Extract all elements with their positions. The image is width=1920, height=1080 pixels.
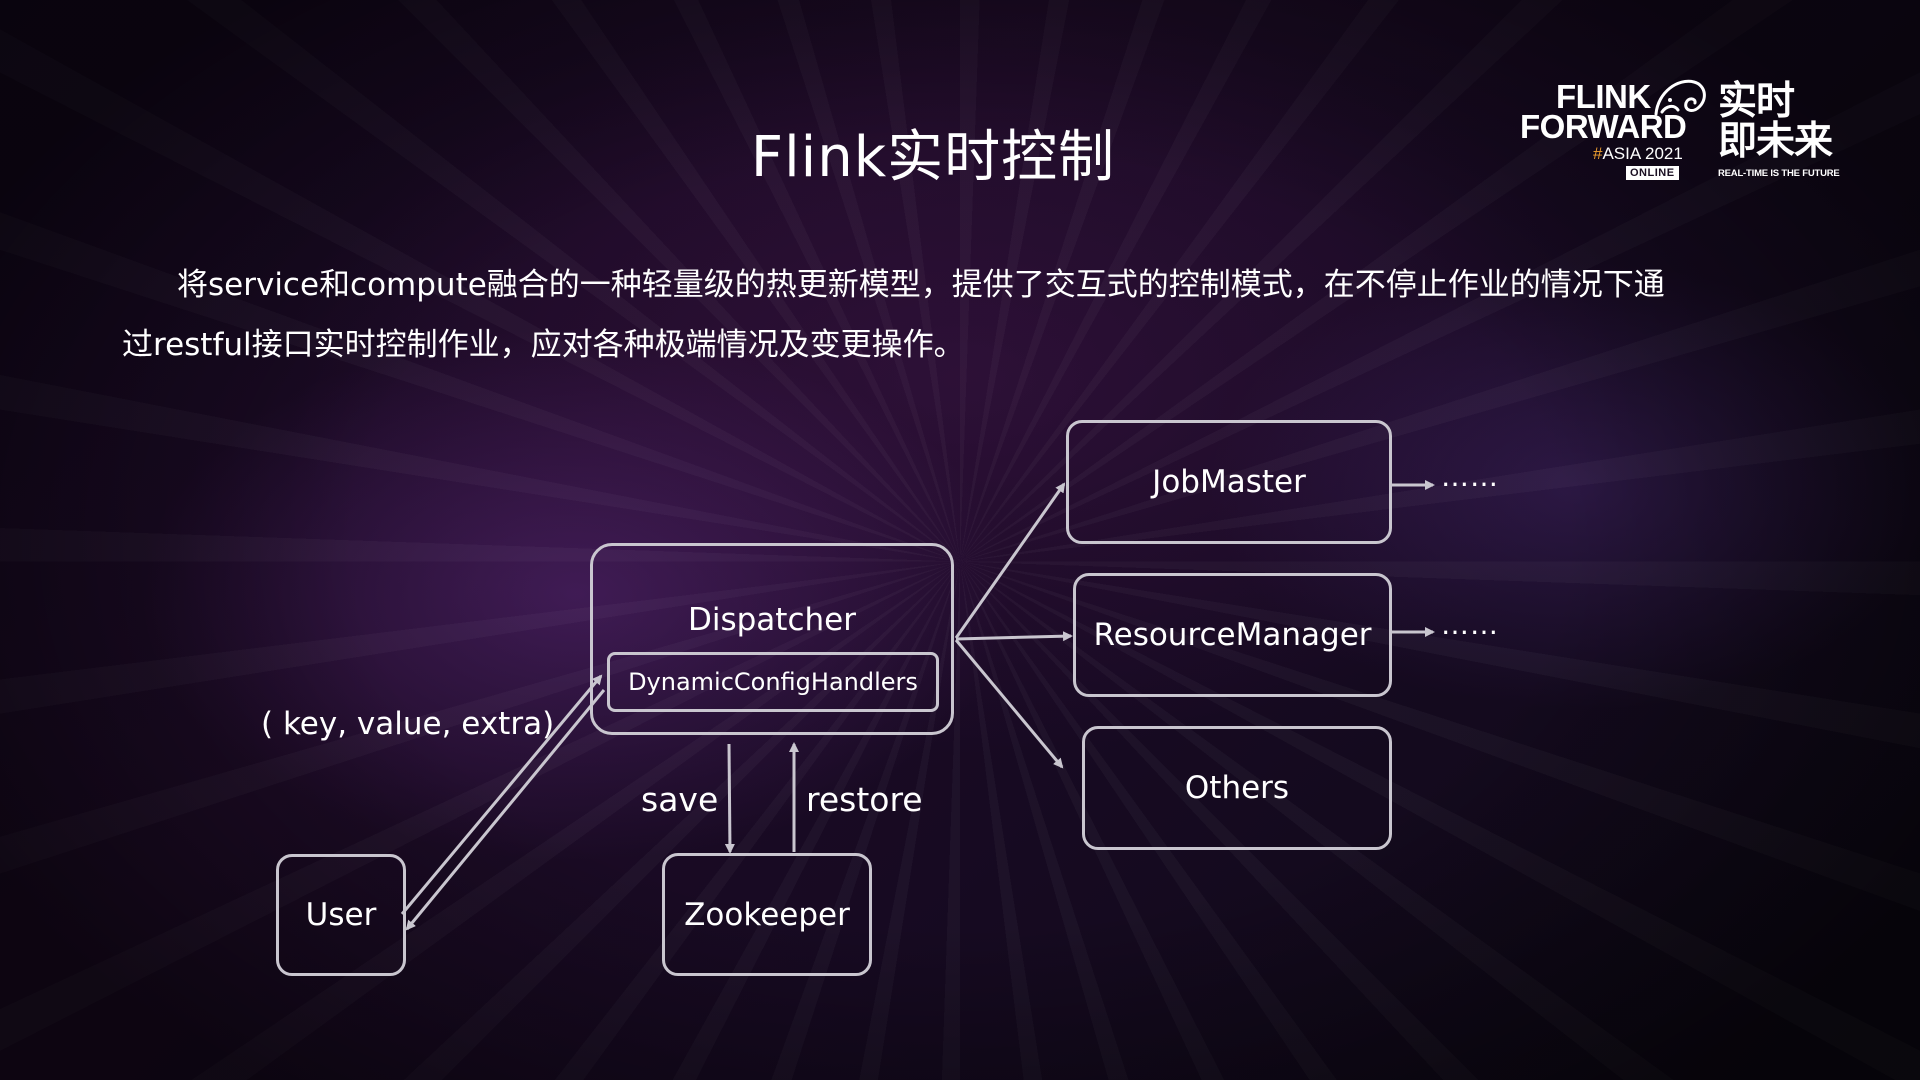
label-save: save <box>641 780 719 819</box>
logo-event: #ASIA 2021 <box>1593 144 1683 164</box>
slide-description: 将service和compute融合的一种轻量级的热更新模型，提供了交互式的控制… <box>122 267 1665 363</box>
node-zookeeper-label: Zookeeper <box>684 896 850 933</box>
slide-title: Flink实时控制 <box>750 125 1116 190</box>
node-jobmaster-label: JobMaster <box>1152 464 1306 500</box>
logo-line-flink: FLINK <box>1556 78 1651 115</box>
flink-forward-logo: FLINK FORWARD #ASIA 2021 ONLINE 实时 即未来 R… <box>1518 70 1848 190</box>
node-dynamic-config-handlers: DynamicConfigHandlers <box>607 652 939 712</box>
logo-online-badge: ONLINE <box>1626 166 1679 180</box>
node-others-label: Others <box>1184 770 1290 806</box>
squirrel-icon <box>1654 79 1706 116</box>
logo-hash: # <box>1593 144 1603 163</box>
logo-tagline: REAL-TIME IS THE FUTURE <box>1718 168 1840 179</box>
node-dispatcher-label: Dispatcher <box>688 602 856 638</box>
arrow-dispatcher-to-user <box>405 689 606 931</box>
label-request-params: ( key, value, extra) <box>261 706 555 742</box>
ellipsis-jobmaster: …… <box>1441 460 1499 493</box>
node-zookeeper: Zookeeper <box>662 853 872 976</box>
node-user: User <box>276 854 406 976</box>
arrow-to-others <box>954 639 1064 769</box>
node-jobmaster: JobMaster <box>1066 420 1392 544</box>
node-user-label: User <box>305 897 377 933</box>
logo-cn-line1: 实时 <box>1718 79 1795 124</box>
arrow-to-resourcemanager <box>955 631 1073 642</box>
node-others: Others <box>1082 726 1392 850</box>
arrow-user-to-dispatcher <box>400 674 603 915</box>
logo-cn-line2: 即未来 <box>1718 119 1833 164</box>
ellipsis-resourcemanager: …… <box>1441 608 1499 641</box>
node-resourcemanager: ResourceManager <box>1073 573 1392 697</box>
arrow-save <box>724 743 735 854</box>
arrow-to-jobmaster <box>954 482 1066 639</box>
node-resourcemanager-label: ResourceManager <box>1093 617 1372 653</box>
node-handlers-label: DynamicConfigHandlers <box>628 668 918 696</box>
logo-line-forward: FORWARD <box>1520 108 1687 145</box>
label-restore: restore <box>806 780 923 819</box>
node-dispatcher: Dispatcher DynamicConfigHandlers <box>590 543 954 735</box>
logo-event-text: ASIA 2021 <box>1602 144 1683 163</box>
